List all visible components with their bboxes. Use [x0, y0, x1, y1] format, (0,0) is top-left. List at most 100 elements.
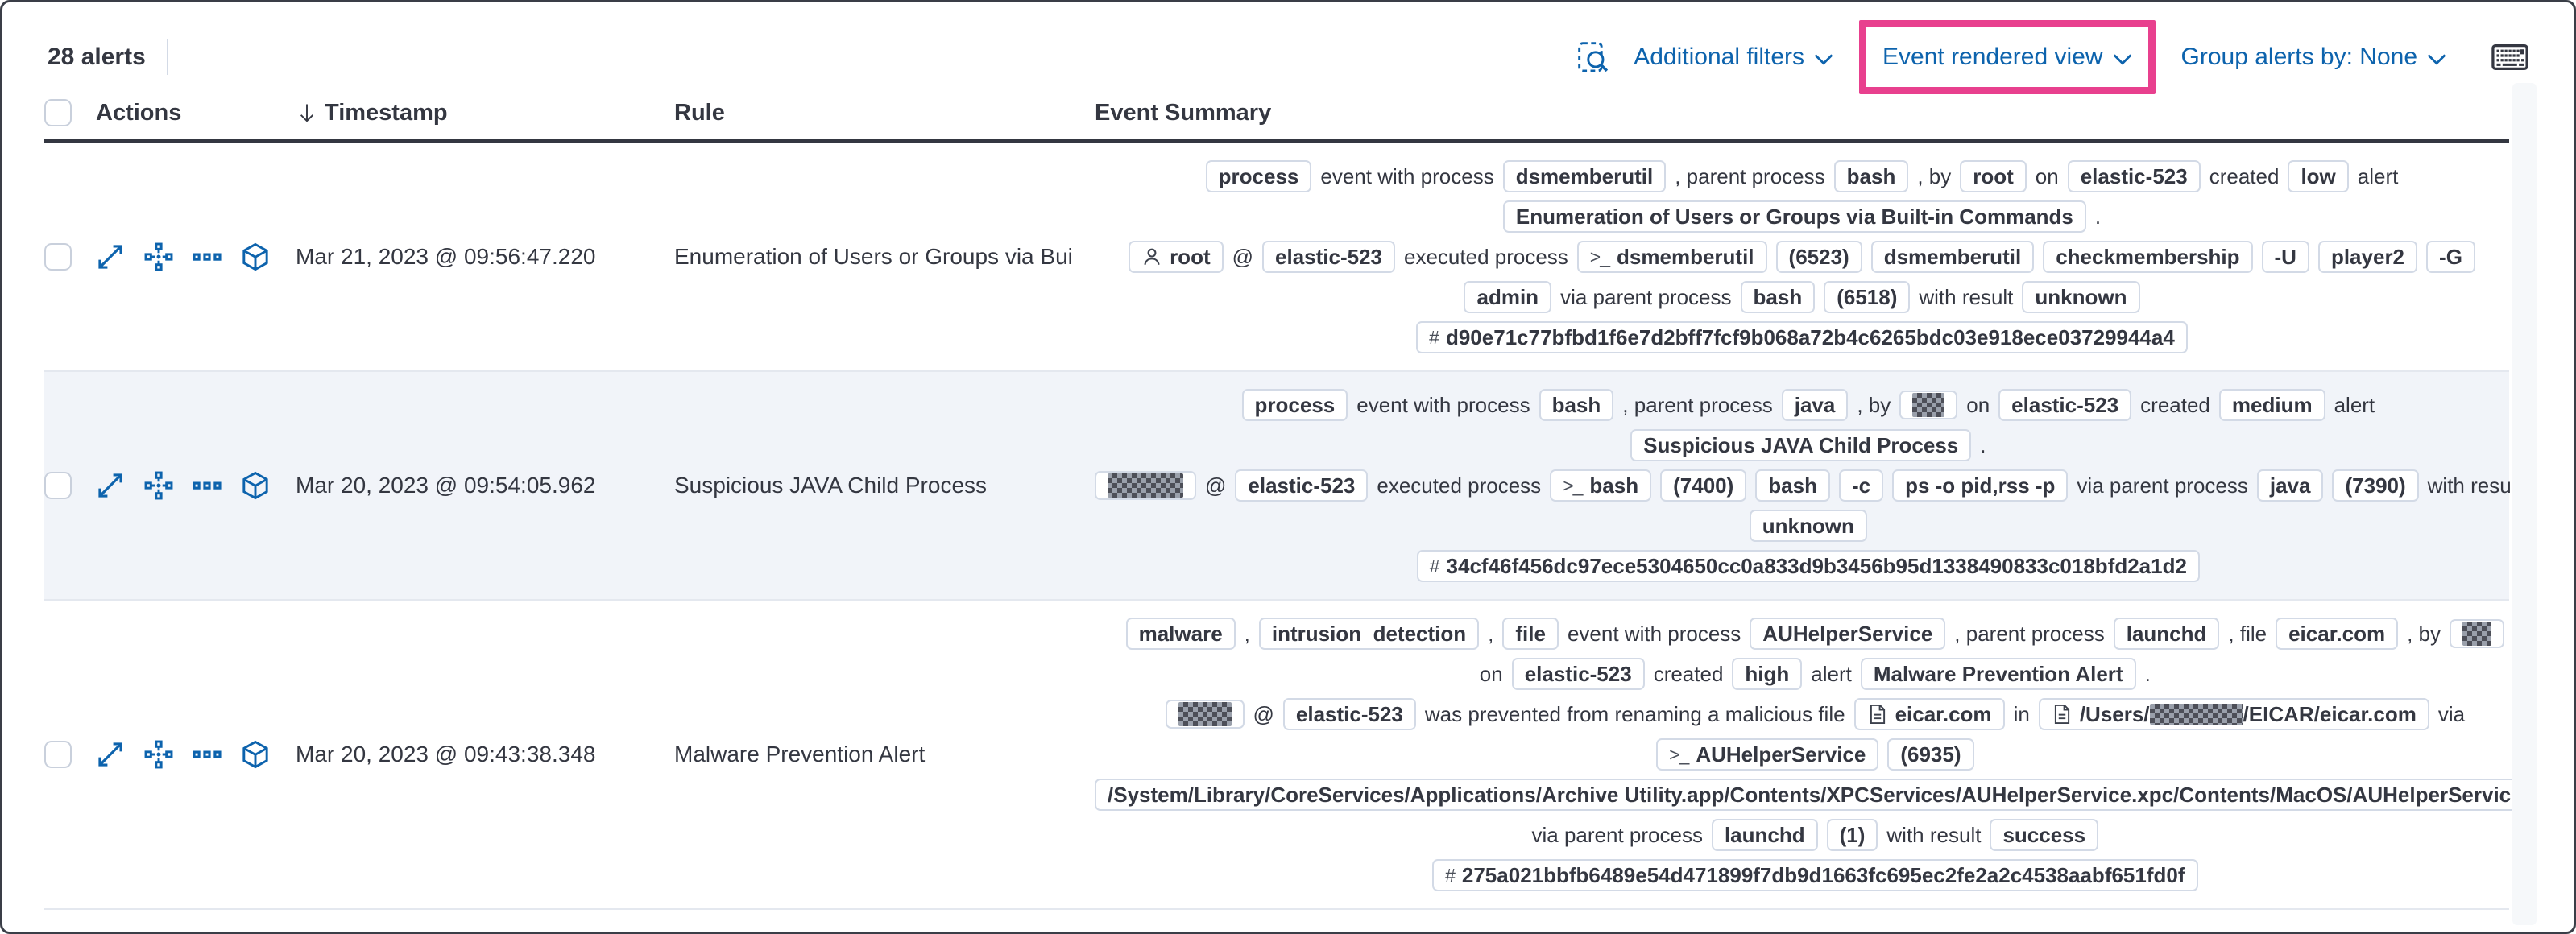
group-alerts-by-button[interactable]: Group alerts by: None	[2181, 43, 2446, 71]
summary-badge: #34cf46f456dc97ece5304650cc0a833d9b3456b…	[1416, 550, 2200, 582]
summary-badge: checkmembership	[2043, 241, 2253, 273]
toolbar-left: 28 alerts	[48, 39, 168, 75]
select-alert-checkbox[interactable]	[44, 472, 72, 499]
more-actions-icon[interactable]	[193, 471, 222, 500]
sort-down-icon	[296, 101, 318, 124]
summary-text: @	[1253, 701, 1274, 726]
summary-badge: Suspicious JAVA Child Process	[1630, 429, 1972, 461]
summary-badge: #d90e71c77bfbd1f6e7d2bff7fcf9b068a72b4c6…	[1416, 321, 2188, 353]
summary-text: alert	[2357, 163, 2399, 188]
summary-badge: Malware Prevention Alert	[1860, 658, 2136, 690]
summary-text: via parent process	[2077, 473, 2248, 498]
summary-badge: process	[1205, 160, 1312, 192]
summary-line: unknown	[1095, 509, 2522, 543]
expand-icon[interactable]	[96, 740, 125, 769]
expand-icon[interactable]	[96, 242, 125, 271]
summary-text: ,	[1488, 621, 1494, 646]
rule-cell[interactable]: Suspicious JAVA Child Process	[674, 473, 988, 498]
summary-badge: >_AUHelperService	[1656, 738, 1879, 771]
group-alerts-by-label: Group alerts by: None	[2180, 43, 2417, 70]
more-actions-icon[interactable]	[193, 242, 222, 271]
summary-badge: (6935)	[1887, 738, 1974, 771]
summary-badge: bash	[1740, 281, 1816, 313]
redacted-value	[1912, 393, 1945, 417]
redacted-value	[1108, 473, 1183, 498]
summary-badge: launchd	[1711, 819, 1818, 851]
summary-line: Suspicious JAVA Child Process.	[1095, 428, 2522, 462]
expand-icon[interactable]	[96, 471, 125, 500]
summary-badge	[1095, 471, 1196, 500]
summary-badge: unknown	[1749, 510, 1867, 542]
analyzer-icon[interactable]	[144, 740, 173, 769]
analyzer-icon[interactable]	[144, 471, 173, 500]
view-selector-button[interactable]: Event rendered view	[1882, 43, 2132, 71]
summary-badge: (7400)	[1660, 469, 1747, 502]
summary-line: #d90e71c77bfbd1f6e7d2bff7fcf9b068a72b4c6…	[1095, 320, 2509, 354]
select-alert-checkbox[interactable]	[44, 243, 72, 271]
summary-text: on	[2035, 163, 2059, 188]
summary-text: with result	[1919, 284, 2014, 309]
rule-cell[interactable]: Malware Prevention Alert	[674, 742, 926, 767]
select-alert-checkbox[interactable]	[44, 741, 72, 768]
column-header-timestamp[interactable]: Timestamp	[296, 100, 674, 126]
summary-badge: player2	[2317, 241, 2418, 273]
summary-text: , file	[2228, 621, 2267, 646]
summary-text: via parent process	[1560, 284, 1732, 309]
summary-badge: medium	[2218, 389, 2325, 421]
inspect-icon[interactable]	[1577, 41, 1609, 73]
summary-line: #275a021bbfb6489e54d471899f7db9d1663fc69…	[1095, 858, 2536, 892]
additional-filters-label: Additional filters	[1634, 43, 1805, 70]
timestamp-cell: Mar 21, 2023 @ 09:56:47.220	[296, 244, 596, 269]
summary-text: on	[1966, 392, 1990, 417]
summary-badge: java	[2256, 469, 2324, 502]
user-icon	[1141, 246, 1162, 267]
summary-text: .	[1980, 432, 1986, 457]
terminal-icon: >_	[1669, 744, 1689, 765]
summary-text: created	[2209, 163, 2280, 188]
vertical-scrollbar[interactable]	[2512, 83, 2537, 925]
rule-cell[interactable]: Enumeration of Users or Groups via Bui	[674, 244, 1073, 269]
alert-count: 28 alerts	[48, 43, 146, 70]
additional-filters-button[interactable]: Additional filters	[1634, 43, 1833, 71]
redacted-value	[2149, 704, 2243, 725]
session-view-icon[interactable]	[241, 740, 270, 769]
summary-line: Enumeration of Users or Groups via Built…	[1095, 200, 2509, 234]
alerts-toolbar: 28 alerts Additional filters Event rende…	[48, 20, 2528, 94]
summary-badge: /Users//EICAR/eicar.com	[2038, 698, 2429, 730]
analyzer-icon[interactable]	[144, 242, 173, 271]
summary-text: executed process	[1377, 473, 1542, 498]
view-selector-label: Event rendered view	[1882, 43, 2103, 70]
summary-badge: elastic-523	[2067, 160, 2201, 192]
toolbar-divider	[166, 39, 168, 75]
redacted-value	[2462, 622, 2491, 646]
summary-text: via parent process	[1531, 822, 1703, 847]
session-view-icon[interactable]	[241, 242, 270, 271]
summary-badge: -G	[2426, 241, 2475, 273]
summary-badge: elastic-523	[1511, 658, 1645, 690]
hash-icon: #	[1429, 556, 1440, 577]
summary-badge: bash	[1833, 160, 1909, 192]
select-all-checkbox[interactable]	[44, 99, 72, 126]
more-actions-icon[interactable]	[193, 740, 222, 769]
summary-badge: launchd	[2113, 618, 2220, 650]
table-row: Mar 20, 2023 @ 09:43:38.348 Malware Prev…	[44, 601, 2536, 910]
summary-text: @	[1232, 244, 1254, 269]
summary-badge: Enumeration of Users or Groups via Built…	[1502, 200, 2086, 233]
summary-badge: malware	[1125, 618, 1236, 650]
summary-text: created	[2140, 392, 2210, 417]
summary-text: alert	[2334, 392, 2375, 417]
redacted-value	[1178, 702, 1232, 726]
file-icon	[2052, 704, 2073, 725]
keyboard-icon[interactable]	[2491, 43, 2528, 71]
summary-text: alert	[1811, 661, 1852, 686]
column-header-rule[interactable]: Rule	[674, 99, 725, 126]
summary-text: with result	[1886, 822, 1982, 847]
session-view-icon[interactable]	[241, 471, 270, 500]
summary-badge: -U	[2261, 241, 2309, 273]
summary-text: event with process	[1320, 163, 1494, 188]
